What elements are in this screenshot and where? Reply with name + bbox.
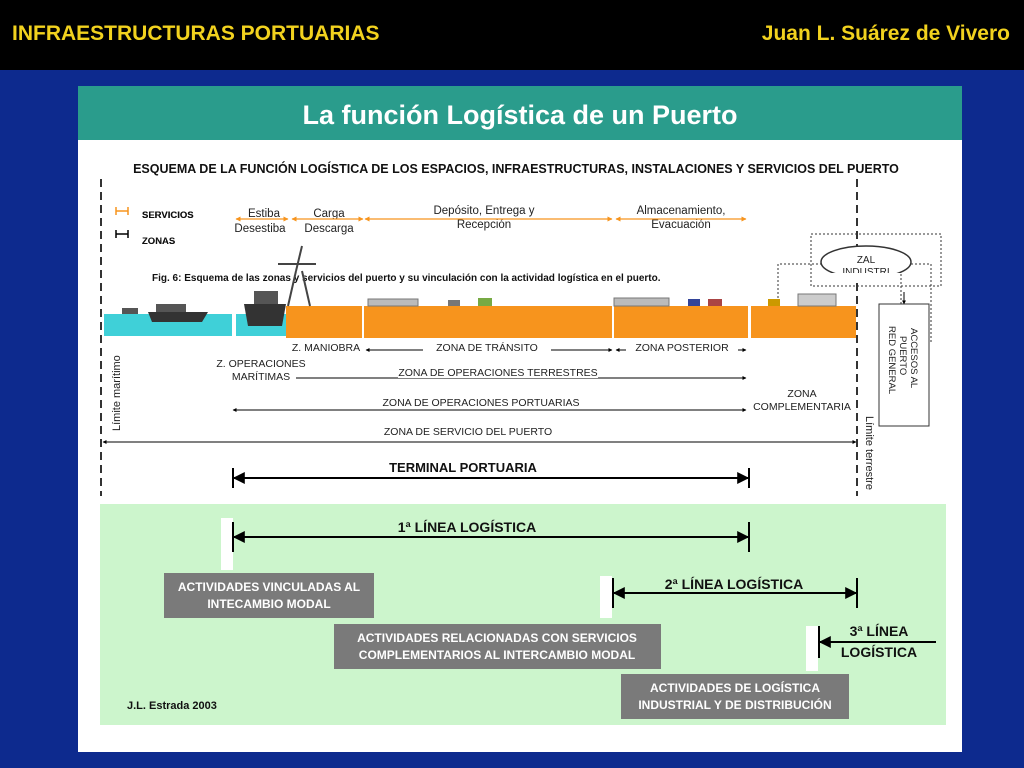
legend-zones-label: ZONAS (142, 236, 175, 247)
crane-icon (278, 245, 316, 307)
warehouse-icons (367, 293, 837, 307)
credit-label: J.L. Estrada 2003 (127, 700, 217, 712)
zal-label: ZAL (857, 255, 876, 266)
top-header-bar: INFRAESTRUCTURAS PORTUARIAS Juan L. Suár… (0, 0, 1024, 70)
activity-1-line1: ACTIVIDADES VINCULADAS AL (178, 580, 360, 594)
activity-box-3: ACTIVIDADES DE LOGÍSTICA INDUSTRIAL Y DE… (621, 674, 849, 719)
service-carga: Carga (313, 208, 345, 220)
logistics-diagram: ESQUEMA DE LA FUNCIÓN LOGÍSTICA DE LOS E… (100, 161, 946, 725)
access-label-line3: RED GENERAL (886, 326, 897, 394)
legend-zones-text: ZONAS (142, 236, 175, 247)
activity-3-line2: INDUSTRIAL Y DE DISTRIBUCIÓN (638, 697, 831, 712)
zone-servicio-label: ZONA DE SERVICIO DEL PUERTO (384, 426, 552, 438)
zone-maniobra-label: Z. MANIOBRA (292, 342, 360, 354)
activity-3-line1: ACTIVIDADES DE LOGÍSTICA (650, 680, 820, 695)
service-almacenamiento-line1: Almacenamiento, (637, 205, 726, 217)
zone-op-terrestres-label: ZONA DE OPERACIONES TERRESTRES (398, 367, 597, 379)
back-area-platform (751, 306, 856, 338)
service-estiba: Estiba (248, 208, 281, 220)
zal-block: ZAL INDUSTRI (777, 233, 942, 344)
zone-complementaria-line2: COMPLEMENTARIA (753, 401, 851, 413)
zone-op-portuarias-label: ZONA DE OPERACIONES PORTUARIAS (382, 397, 579, 409)
course-title: INFRAESTRUCTURAS PORTUARIAS (12, 22, 380, 45)
activity-2-line2: COMPLEMENTARIOS AL INTERCAMBIO MODAL (359, 648, 635, 662)
scheme-title: ESQUEMA DE LA FUNCIÓN LOGÍSTICA DE LOS E… (133, 161, 899, 176)
figure-caption: Fig. 6: Esquema de las zonas y servicios… (152, 273, 661, 284)
service-desestiba: Desestiba (234, 223, 286, 235)
docked-ship-icon (244, 291, 286, 326)
slide-title: La función Logística de un Puerto (302, 100, 738, 130)
third-line-label-2: LOGÍSTICA (841, 644, 917, 660)
service-descarga: Descarga (304, 223, 354, 235)
activity-box-2: ACTIVIDADES RELACIONADAS CON SERVICIOS C… (334, 624, 661, 669)
legend-services-text: SERVICIOS (142, 210, 194, 221)
zone-transito-label: ZONA DE TRÁNSITO (436, 341, 538, 354)
zone-op-maritimas-line1: Z. OPERACIONES (216, 358, 305, 370)
service-almacenamiento-line2: Evacuación (651, 219, 710, 231)
quay-platform (286, 306, 748, 338)
slide-title-bar: La función Logística de un Puerto (78, 86, 962, 140)
legend: SERVICIOS ZONAS (115, 207, 194, 247)
access-label-line2: PUERTO (897, 336, 908, 375)
first-line-label: 1ª LÍNEA LOGÍSTICA (398, 519, 536, 535)
service-deposito-line1: Depósito, Entrega y (433, 205, 534, 217)
slide-panel: La función Logística de un Puerto ESQUEM… (78, 86, 962, 752)
activity-2-line1: ACTIVIDADES RELACIONADAS CON SERVICIOS (357, 631, 637, 645)
author-name: Juan L. Suárez de Vivero (761, 22, 1010, 45)
activity-box-1: ACTIVIDADES VINCULADAS AL INTECAMBIO MOD… (164, 573, 374, 618)
zone-posterior-label: ZONA POSTERIOR (635, 342, 729, 354)
zone-op-maritimas-line2: MARÍTIMAS (232, 370, 290, 383)
land-limit-label: Límite terrestre (863, 416, 875, 490)
third-line-label-1: 3ª LÍNEA (850, 623, 909, 639)
zone-complementaria-line1: ZONA (787, 388, 816, 400)
zal-sublabel: INDUSTRI (842, 267, 889, 278)
access-label-line1: ACCESOS AL (908, 328, 919, 388)
access-box: ACCESOS AL PUERTO RED GENERAL (878, 292, 930, 427)
ship-icon (122, 304, 208, 322)
activity-1-line2: INTECAMBIO MODAL (207, 597, 330, 611)
maritime-limit-label: Límite marítimo (111, 355, 123, 431)
terminal-label: TERMINAL PORTUARIA (389, 460, 537, 475)
legend-services-label: SERVICIOS (142, 210, 194, 221)
service-deposito-line2: Recepción (457, 219, 511, 231)
second-line-label: 2ª LÍNEA LOGÍSTICA (665, 576, 803, 592)
